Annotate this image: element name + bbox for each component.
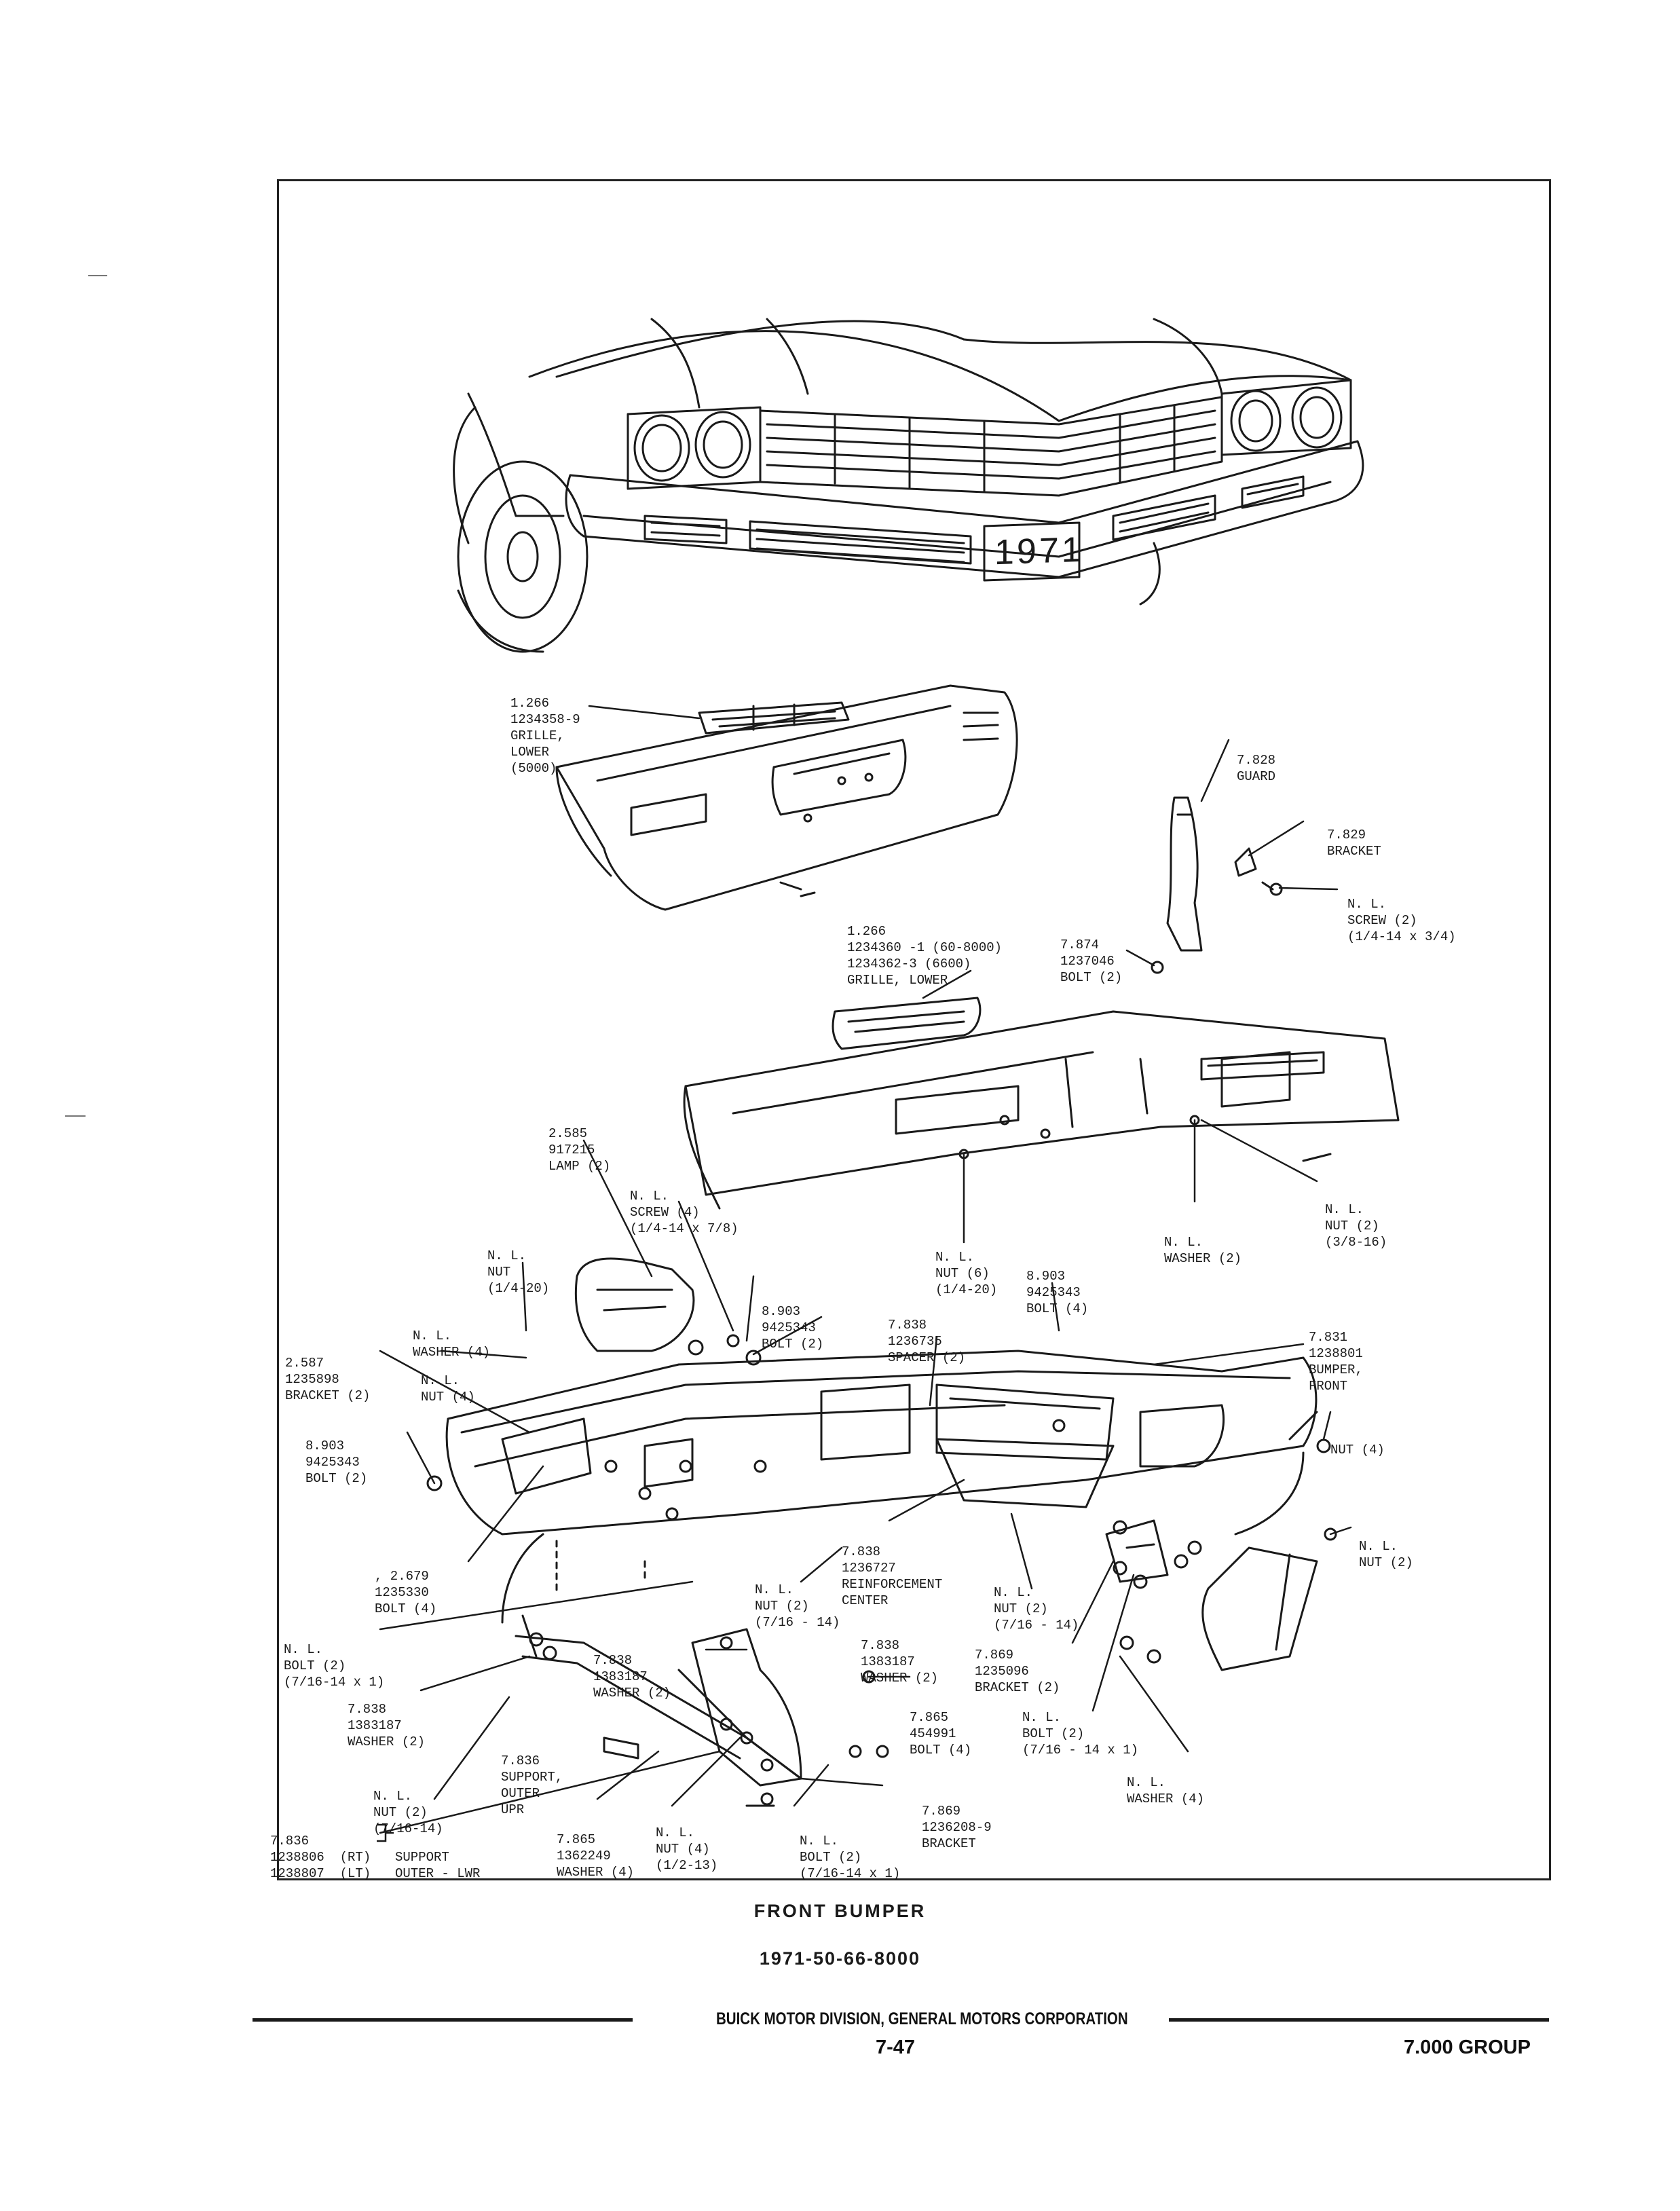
callout-grille-nut-3-8: N. L.NUT (2)(3/8-16) xyxy=(1325,1202,1387,1250)
callout-lamp-nut: N. L.NUT(1/4-20) xyxy=(487,1248,550,1296)
callout-nut-half-inch: N. L.NUT (4)(1/2-13) xyxy=(656,1825,718,1873)
callout-left-nut: N. L.NUT (4) xyxy=(421,1373,475,1405)
bumper-60-8000-drawing xyxy=(683,997,1400,1210)
callout-grille-nut: N. L.NUT (6)(1/4-20) xyxy=(935,1250,998,1297)
guard-drawing xyxy=(1151,796,1283,974)
footer-page-number: 7-47 xyxy=(876,2037,916,2058)
front-bumper-assembly-drawing xyxy=(426,1257,1337,1807)
figure-title: FRONT BUMPER xyxy=(753,1901,927,1921)
callout-bolt-right-lower: N. L.BOLT (2)(7/16 - 14 x 1) xyxy=(1022,1710,1139,1758)
car-front-drawing xyxy=(453,318,1364,653)
callout-lamp-screw: N. L.SCREW (4)(1/4-14 x 7/8) xyxy=(630,1189,739,1236)
margin-mark xyxy=(65,1115,86,1117)
callout-left-washer: N. L.WASHER (4) xyxy=(413,1329,491,1360)
footer-rule-right xyxy=(1169,2018,1549,2022)
callout-right-lower-washer: N. L.WASHER (4) xyxy=(1127,1775,1205,1806)
margin-mark xyxy=(88,275,107,276)
leader-lines xyxy=(379,705,1352,1834)
diagram-frame xyxy=(277,179,1551,1880)
callout-right-nut-2: N. L.NUT (2) xyxy=(1359,1539,1413,1570)
callout-grille-washer: N. L.WASHER (2) xyxy=(1164,1235,1242,1266)
callout-bolt-bottom: N. L.BOLT (2)(7/16-14 x 1) xyxy=(800,1834,901,1881)
callout-bolt-left-lower: N. L.BOLT (2)(7/16-14 x 1) xyxy=(284,1642,385,1690)
footer-group: 7.000 GROUP xyxy=(1404,2037,1531,2058)
callout-guard-screw: N. L.SCREW (2)(1/4-14 x 3/4) xyxy=(1347,897,1456,944)
footer-rule-left xyxy=(253,2018,633,2022)
footer-division: BUICK MOTOR DIVISION, GENERAL MOTORS COR… xyxy=(716,2009,1128,2028)
figure-subtitle: 1971-50-66-8000 xyxy=(759,1948,921,1969)
callout-center-nut-b: N. L.NUT (2)(7/16 - 14) xyxy=(994,1585,1079,1633)
callout-right-nut: NUT (4) xyxy=(1330,1443,1385,1457)
callout-center-nut-a: N. L.NUT (2)(7/16 - 14) xyxy=(755,1582,840,1630)
bumper-5000-drawing xyxy=(555,684,1018,911)
